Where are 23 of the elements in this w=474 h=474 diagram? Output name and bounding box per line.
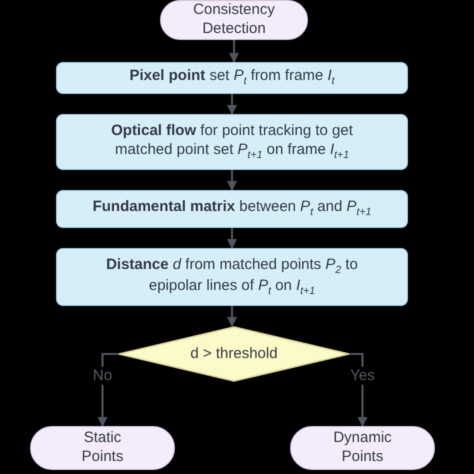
node-text: Consistency Detection (193, 1, 275, 39)
terminal-box (290, 426, 435, 470)
node-text: Dynamic Points (332, 429, 393, 467)
node-text: d > threshold (190, 344, 278, 364)
arrow (227, 170, 237, 191)
process-box (56, 114, 408, 170)
process-box (56, 190, 408, 228)
node-text: Static Points (80, 429, 124, 467)
process-box (56, 248, 408, 306)
node-text: Distance d from matched points P$_{2}$ to epipolar lines of P$_{t}$ on I$_{t+1}$ (105, 256, 359, 298)
edge-label: Yes (348, 366, 377, 385)
arrow (227, 228, 237, 249)
arrow (98, 353, 118, 427)
node-text: Fundamental matrix between P$_{t}$ and P$_{t+1}$ (92, 198, 372, 220)
node-text: Pixel point set P$_{t}$ from frame I$_{t}$ (129, 67, 335, 89)
process-box (56, 62, 408, 94)
terminal-box (30, 426, 175, 470)
node-text: Optical flow for point tracking to get matched point set P$_{t+1}$ on frame I$_{t+1}$ (110, 122, 354, 162)
arrow (229, 40, 239, 63)
terminal-box (160, 0, 308, 40)
arrow (227, 306, 237, 327)
arrow (227, 94, 237, 115)
decision-diamond (118, 326, 350, 382)
